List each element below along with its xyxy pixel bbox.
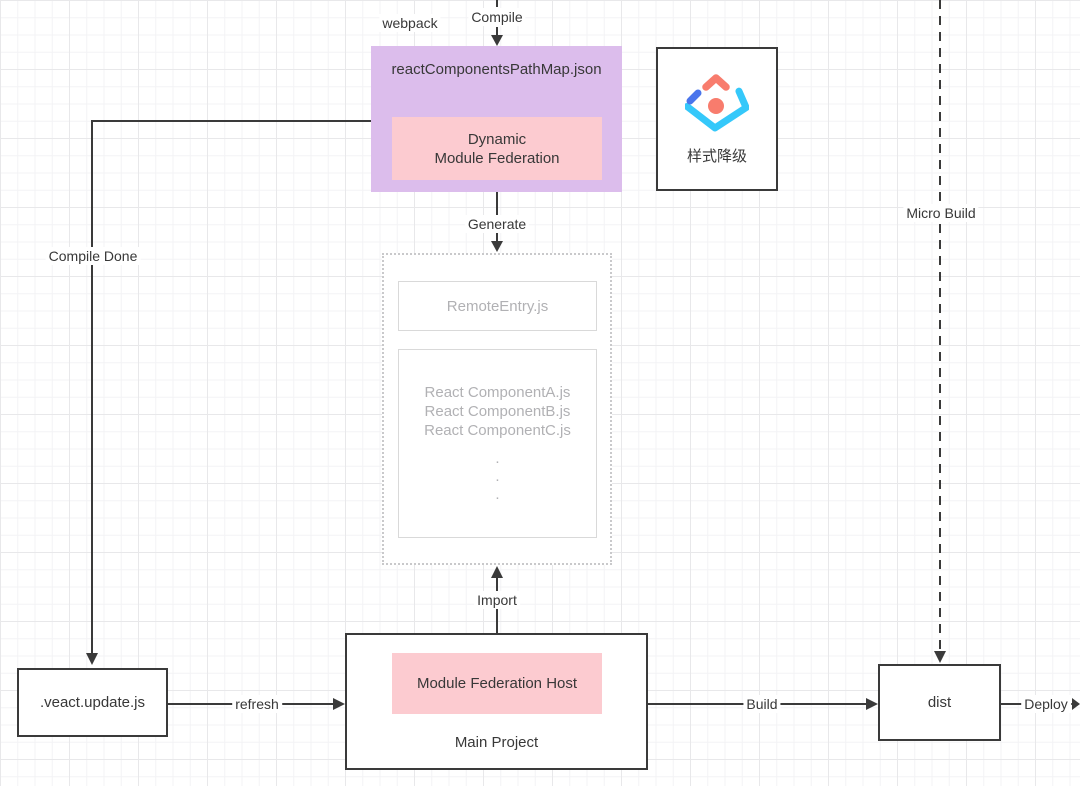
dynamic-module-federation-node: Dynamic Module Federation	[392, 117, 602, 180]
react-components-list: React ComponentA.js React ComponentB.js …	[424, 383, 571, 504]
react-components-node: React ComponentA.js React ComponentB.js …	[398, 349, 597, 538]
dist-node: dist	[878, 664, 1001, 741]
style-downgrade-node: 样式降级	[656, 47, 778, 191]
dynamic-mf-line2: Module Federation	[434, 149, 560, 167]
main-project-label-row: Main Project	[345, 732, 648, 752]
deploy-label: Deploy	[1021, 695, 1071, 713]
compile-done-label: Compile Done	[45, 247, 141, 265]
component-item: React ComponentB.js	[424, 403, 571, 420]
component-item: React ComponentA.js	[424, 384, 571, 401]
style-downgrade-logo-icon	[685, 73, 749, 131]
style-downgrade-label: 样式降级	[686, 147, 747, 165]
pathmap-title: reactComponentsPathMap.json	[371, 58, 622, 80]
generate-label: Generate	[464, 215, 530, 233]
mf-host-label: Module Federation Host	[416, 675, 578, 692]
webpack-label: webpack	[379, 14, 441, 32]
refresh-label: refresh	[232, 695, 282, 713]
dot: .	[495, 468, 500, 485]
veact-update-node: .veact.update.js	[17, 668, 168, 737]
dot: .	[495, 450, 500, 467]
compile-label: Compile	[468, 8, 526, 26]
dot: .	[495, 486, 500, 503]
import-label: Import	[474, 591, 520, 609]
component-item: React ComponentC.js	[424, 422, 571, 439]
main-project-label: Main Project	[454, 733, 539, 751]
dist-label: dist	[927, 694, 952, 711]
remote-entry-label: RemoteEntry.js	[446, 297, 549, 315]
veact-update-label: .veact.update.js	[39, 694, 146, 711]
ellipsis-dots: . . .	[495, 450, 499, 504]
build-label: Build	[743, 695, 781, 713]
remote-entry-node: RemoteEntry.js	[398, 281, 597, 331]
micro-build-label: Micro Build	[903, 204, 979, 222]
dynamic-mf-line1: Dynamic	[467, 130, 527, 148]
module-federation-host-node: Module Federation Host	[392, 653, 602, 714]
pathmap-title-text: reactComponentsPathMap.json	[391, 60, 602, 78]
